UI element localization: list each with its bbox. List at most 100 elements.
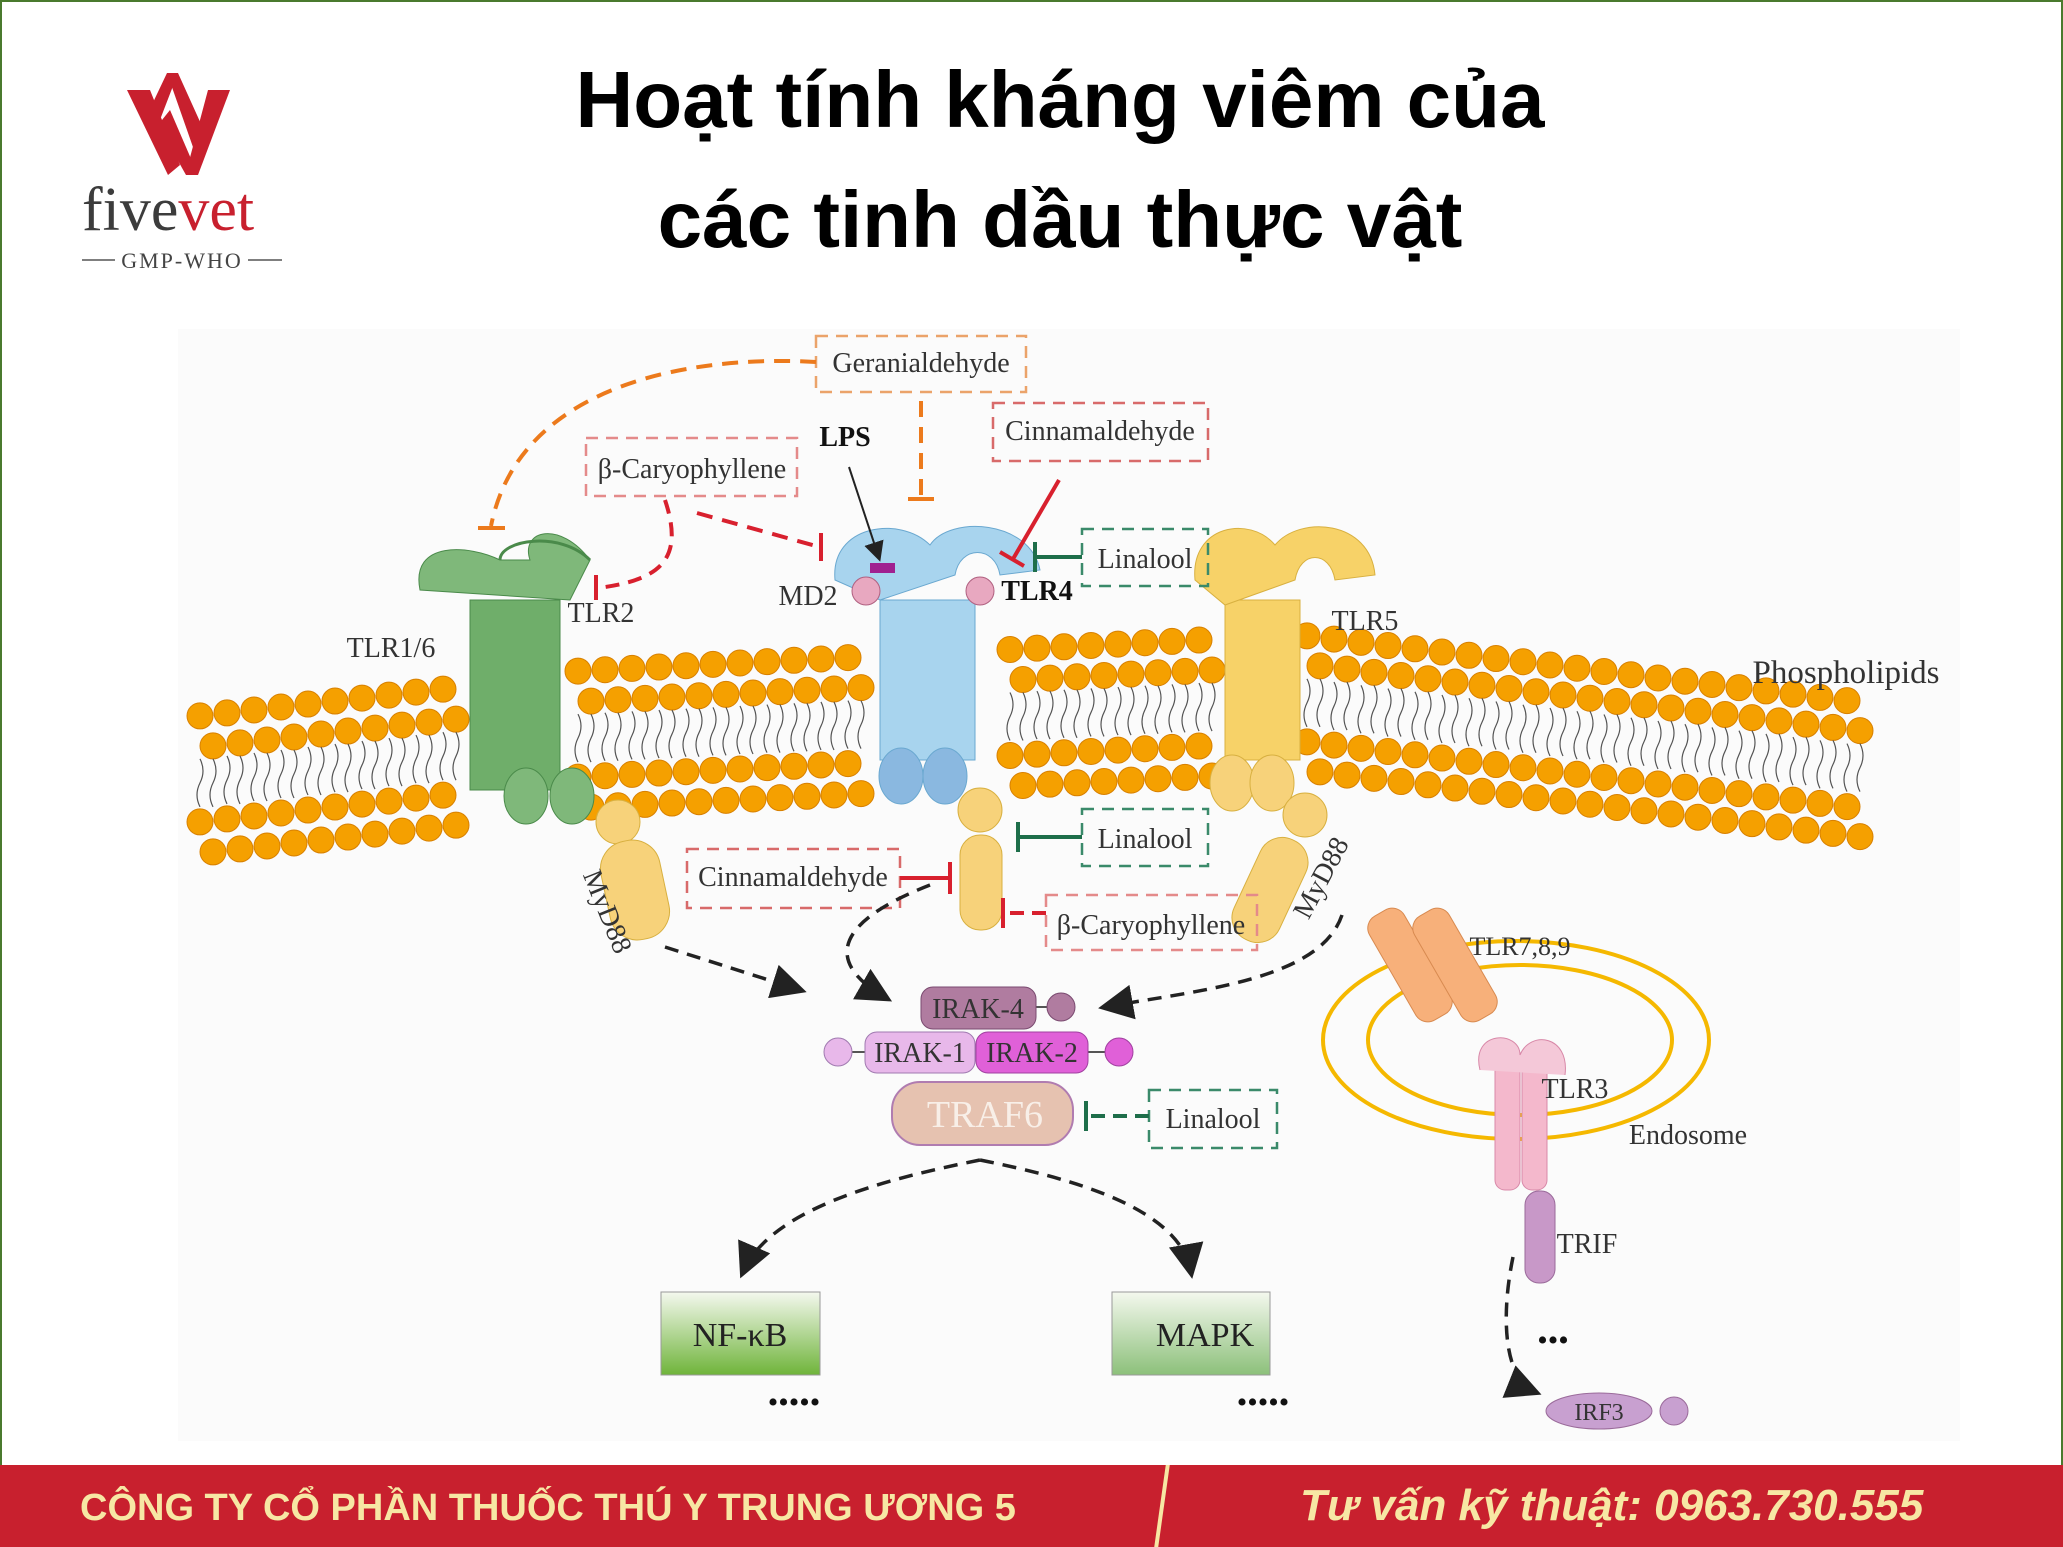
lipid-head xyxy=(1171,657,1199,685)
lipid-head xyxy=(334,823,362,851)
lipid-head xyxy=(1509,754,1537,782)
lipid-head xyxy=(1549,787,1577,815)
cinnamaldehyde-label: Cinnamaldehyde xyxy=(1005,416,1195,447)
lipid-tail xyxy=(1384,688,1405,737)
phospholipids-label: Phospholipids xyxy=(1752,655,1939,691)
linalool-mid-box xyxy=(1080,807,1210,868)
lipid-head xyxy=(307,720,335,748)
lipid-tail xyxy=(1168,684,1189,733)
lipid-tail xyxy=(1087,688,1108,737)
lipid-head xyxy=(1536,757,1564,785)
lipid-tail xyxy=(1006,692,1027,741)
lipid-head xyxy=(1725,780,1753,808)
lipid-head xyxy=(1158,627,1186,655)
lipid-head xyxy=(361,820,389,848)
lipid-head xyxy=(1657,800,1685,828)
lipid-head xyxy=(1698,776,1726,804)
tlr5-label: TLR5 xyxy=(1332,606,1399,637)
linalool-top-box xyxy=(1080,527,1210,588)
tlr4-receptor xyxy=(834,525,1041,805)
lipid-head xyxy=(1671,773,1699,801)
lipid-head xyxy=(847,780,875,808)
lipid-head xyxy=(294,690,322,718)
lps-binding-site xyxy=(870,563,895,573)
lipid-head xyxy=(618,654,646,682)
lipid-head xyxy=(442,811,470,839)
lipid-head xyxy=(280,829,308,857)
lipid-head xyxy=(1023,634,1051,662)
lipid-head xyxy=(1171,763,1199,791)
lipid-tail xyxy=(844,700,865,749)
lipid-head xyxy=(1360,658,1388,686)
myd88-right xyxy=(1231,792,1328,944)
lipid-head xyxy=(1414,665,1442,693)
nfkb-box xyxy=(660,1291,821,1376)
lipid-head xyxy=(1050,739,1078,767)
irak2-node xyxy=(975,1031,1089,1074)
lipid-head xyxy=(348,790,376,818)
lipid-head xyxy=(1185,732,1213,760)
lipid-head xyxy=(658,789,686,817)
lipid-head xyxy=(1428,638,1456,666)
lipid-head xyxy=(1617,661,1645,689)
lipid-head xyxy=(1117,660,1145,688)
lipid-head xyxy=(1414,771,1442,799)
irak4-label: IRAK-4 xyxy=(932,994,1024,1025)
footer-bar: CÔNG TY CỔ PHẦN THUỐC THÚ Y TRUNG ƯƠNG 5… xyxy=(0,1465,2063,1547)
myd88-middle xyxy=(957,787,1003,931)
lipid-head xyxy=(1738,810,1766,838)
irf3-node xyxy=(1545,1392,1653,1430)
lipid-head xyxy=(213,805,241,833)
tlr5-receptor xyxy=(1194,526,1376,812)
lipid-tail xyxy=(358,740,379,790)
lipid-tail xyxy=(1708,727,1729,776)
lipid-head xyxy=(1644,770,1672,798)
lipid-head xyxy=(631,684,659,712)
continuation-dots: ••••• xyxy=(768,1386,821,1419)
lipid-head xyxy=(1131,629,1159,657)
irak-complex xyxy=(823,986,1134,1146)
lipid-head xyxy=(1549,681,1577,709)
lipid-head xyxy=(348,684,376,712)
traf6-label: TRAF6 xyxy=(927,1094,1043,1136)
lipid-head xyxy=(604,686,632,714)
lipid-head xyxy=(375,787,403,815)
lipid-head xyxy=(1050,633,1078,661)
lipid-head xyxy=(199,732,227,760)
lipid-tail xyxy=(223,755,244,805)
tlr3-label: TLR3 xyxy=(1542,1074,1609,1105)
lipid-head xyxy=(1158,733,1186,761)
lipid-head xyxy=(699,650,727,678)
lipid-head xyxy=(1104,736,1132,764)
lipid-tail xyxy=(1438,694,1459,744)
lipid-head xyxy=(1671,667,1699,695)
lipid-head xyxy=(1401,635,1429,663)
lipid-head xyxy=(186,702,214,730)
lipid-head xyxy=(1455,641,1483,669)
caryophyllene-top-box xyxy=(584,436,799,498)
lipid-head xyxy=(618,760,646,788)
lipid-tail xyxy=(1411,691,1432,741)
lipid-head xyxy=(1387,662,1415,690)
md2-protein xyxy=(851,576,881,606)
linalool-label: Linalool xyxy=(1166,1104,1261,1135)
lipid-head xyxy=(1833,793,1861,821)
lipid-tail xyxy=(655,709,676,759)
lipid-head xyxy=(766,784,794,812)
lipid-head xyxy=(213,699,241,727)
lipid-tail xyxy=(1843,743,1864,792)
lipid-head xyxy=(766,678,794,706)
phospholipid-membrane xyxy=(186,622,1874,866)
lipid-head xyxy=(1009,666,1037,693)
lipid-tail xyxy=(1681,723,1702,773)
lipid-head xyxy=(1765,707,1793,735)
lipid-head xyxy=(1833,687,1861,715)
lipid-head xyxy=(375,681,403,709)
lipid-head xyxy=(253,832,281,860)
lipid-head xyxy=(726,649,754,677)
lipid-head xyxy=(712,680,740,708)
lipid-head xyxy=(1036,770,1064,798)
irak2-label: IRAK-2 xyxy=(986,1038,1078,1069)
md2-protein xyxy=(965,576,995,606)
lipid-head xyxy=(1090,661,1118,689)
